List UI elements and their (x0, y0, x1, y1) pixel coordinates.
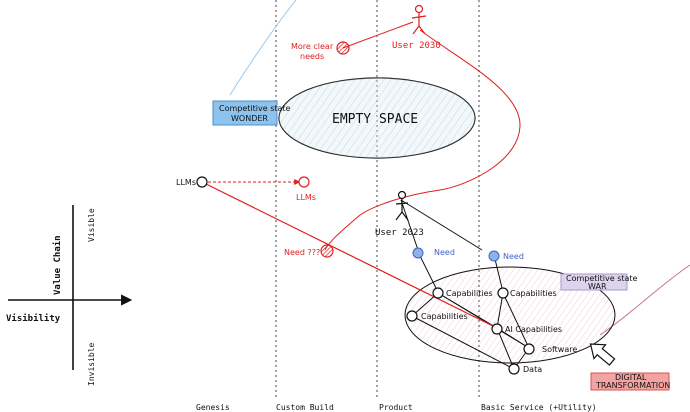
war-box-line2: WAR (588, 282, 607, 291)
need-1-label: Need (434, 248, 455, 257)
data-label: Data (523, 365, 542, 374)
node-need-unknown[interactable] (320, 244, 334, 258)
war-area (404, 266, 616, 364)
digital-box-line1: DIGITAL (615, 373, 647, 382)
wonder-box-line1: Competitive state (219, 104, 291, 113)
node-software[interactable] (523, 343, 535, 355)
capabilities-3-label: Capabilities (421, 312, 468, 321)
node-capabilities-1[interactable] (432, 287, 444, 299)
digital-arrow-icon (589, 343, 616, 366)
empty-space-label: EMPTY SPACE (332, 112, 418, 127)
software-label: Software (542, 345, 577, 354)
user-2030-icon (411, 4, 427, 35)
node-need-2[interactable] (488, 250, 500, 262)
empty-space-area (278, 77, 476, 159)
node-capabilities-3[interactable] (406, 310, 418, 322)
need-to-user2030-line (342, 21, 414, 49)
user-2023-label: User 2023 (375, 228, 424, 238)
stage-custom-build: Custom Build (276, 403, 334, 412)
node-llms-genesis[interactable] (196, 176, 208, 188)
capabilities-1-label: Capabilities (446, 289, 493, 298)
wonder-box-line2: WONDER (231, 114, 268, 123)
digital-box-line2: TRANSFORMATION (595, 381, 670, 390)
red-evolution-path (324, 29, 521, 251)
user-2030-label: User 2030 (392, 41, 441, 51)
more-clear-label: More clear (291, 42, 334, 51)
llms-left-label: LLMs (176, 178, 196, 187)
stage-basic-service: Basic Service (+Utility) (481, 403, 597, 412)
value-chain-label: Value Chain (52, 235, 63, 295)
node-need-1[interactable] (412, 247, 424, 259)
wonder-box (212, 100, 278, 126)
need-unknown-label: Need ??? (284, 248, 320, 257)
need-2-label: Need (503, 252, 524, 261)
evolution-curve-blue (229, 0, 297, 96)
capabilities-2-label: Capabilities (510, 289, 557, 298)
stage-genesis: Genesis (196, 403, 230, 412)
llms-to-ai-line (201, 181, 498, 329)
needs-label: needs (300, 52, 324, 61)
war-box (560, 273, 628, 291)
digital-box (590, 372, 670, 391)
war-box-line1: Competitive state (566, 274, 638, 283)
visible-label: Visible (87, 208, 96, 242)
node-more-clear-needs[interactable] (336, 41, 350, 55)
node-ai-capabilities[interactable] (491, 323, 503, 335)
node-data[interactable] (508, 363, 520, 375)
llms-right-label: LLMs (296, 193, 316, 202)
node-llms-evolved[interactable] (298, 176, 310, 188)
visibility-label: Visibility (6, 313, 61, 324)
stage-product: Product (379, 403, 413, 412)
node-capabilities-2[interactable] (497, 287, 509, 299)
invisible-label: Invisible (87, 342, 96, 386)
ai-capabilities-label: AI Capabilities (505, 325, 562, 334)
user-2023-icon (395, 190, 409, 221)
